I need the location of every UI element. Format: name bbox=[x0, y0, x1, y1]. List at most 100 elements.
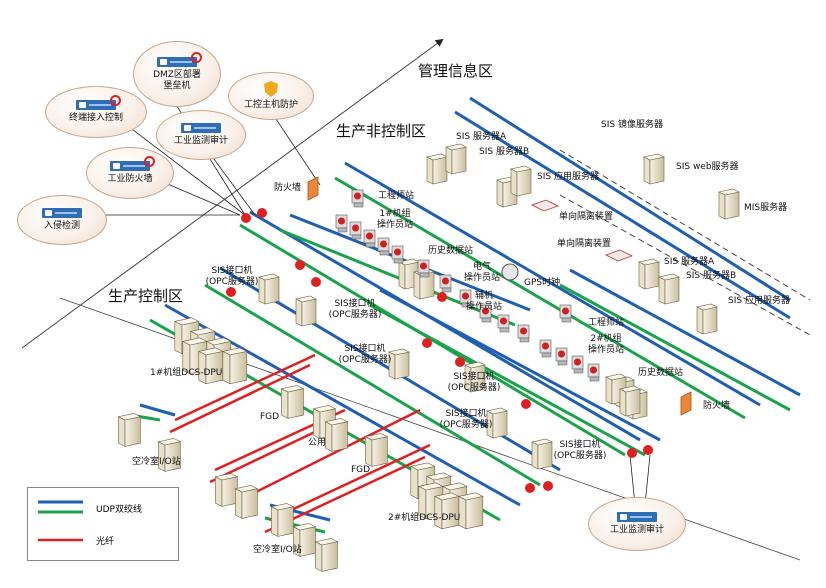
ids-device-icon bbox=[42, 208, 82, 218]
workstation-icon bbox=[559, 304, 572, 323]
workstation-icon bbox=[587, 363, 600, 382]
label-mis: MIS服务器 bbox=[744, 203, 788, 213]
zone-control: 生产控制区 bbox=[108, 287, 184, 305]
label-unit1-op: 1#机组 操作员站 bbox=[376, 209, 414, 230]
workstation-icon bbox=[479, 304, 492, 323]
bubble-label: 终端接入控制 bbox=[68, 113, 123, 123]
server-icon bbox=[270, 503, 295, 537]
bubble-label: 工业监测审计 bbox=[173, 136, 228, 146]
audit-device-icon bbox=[181, 123, 221, 133]
bubble-label: 工业防火墙 bbox=[107, 174, 153, 184]
bubble-host-protect: 工控主机防护 bbox=[228, 72, 314, 120]
bubble-terminal-access: 终端接入控制 bbox=[45, 86, 147, 138]
server-icon bbox=[280, 385, 305, 419]
label-fgd-2: FGD bbox=[351, 465, 371, 475]
server-icon bbox=[619, 385, 641, 417]
label-history-right: 历史数据站 bbox=[638, 368, 684, 378]
label-opc-6: SIS接口机 (OPC服务器) bbox=[553, 440, 607, 461]
server-icon bbox=[364, 433, 389, 467]
server-icon bbox=[718, 188, 740, 220]
server-icon bbox=[388, 348, 410, 380]
server-icon bbox=[426, 153, 448, 185]
label-engineer-right: 工程师站 bbox=[588, 318, 625, 328]
server-icon bbox=[117, 413, 142, 447]
legend-fiber-label: 光纤 bbox=[96, 537, 115, 547]
label-fgd-1: FGD bbox=[260, 412, 280, 422]
workstation-icon bbox=[417, 259, 430, 278]
workstation-icon bbox=[363, 229, 376, 248]
server-icon bbox=[214, 473, 239, 507]
label-opc-4: SIS接口机 (OPC服务器) bbox=[447, 372, 501, 393]
workstation-icon bbox=[351, 189, 364, 208]
label-public: 公用 bbox=[308, 438, 327, 448]
label-gps: GPS时钟 bbox=[524, 278, 561, 288]
flame-icon bbox=[144, 156, 155, 167]
server-icon bbox=[457, 492, 484, 530]
bubble-label: 工业监测审计 bbox=[609, 525, 664, 535]
server-icon bbox=[234, 485, 259, 519]
label-sis-web: SIS web服务器 bbox=[676, 162, 739, 172]
audit-device-icon bbox=[617, 512, 657, 522]
server-icon bbox=[510, 165, 532, 197]
terminal-device-icon bbox=[76, 95, 121, 110]
label-unit2-op: 2#机组 操作员站 bbox=[587, 334, 625, 355]
bubble-industrial-firewall: 工业防火墙 bbox=[86, 147, 174, 199]
label-firewall-top: 防火墙 bbox=[274, 183, 302, 193]
legend-lines bbox=[38, 500, 83, 542]
workstation-icon bbox=[497, 314, 510, 333]
server-icon bbox=[324, 418, 349, 452]
shield-icon bbox=[264, 81, 278, 97]
server-icon bbox=[486, 407, 508, 439]
workstation-icon bbox=[377, 237, 390, 256]
server-icon bbox=[445, 143, 467, 175]
label-isolation-1: 单向隔离装置 bbox=[559, 212, 614, 222]
bubble-dmz-bastion: DMZ区部署 堡垒机 bbox=[133, 41, 221, 107]
workstation-icon bbox=[459, 289, 472, 308]
workstation-icon bbox=[571, 355, 584, 374]
server-icon bbox=[433, 492, 460, 530]
label-opc-3: SIS接口机 (OPC服务器) bbox=[338, 344, 392, 365]
label-sis-b-top: SIS 服务器B bbox=[479, 147, 530, 157]
label-opc-5: SIS接口机 (OPC服务器) bbox=[439, 409, 493, 430]
label-electrical-op: 电气 操作员站 bbox=[463, 262, 501, 283]
server-icon bbox=[531, 438, 553, 470]
bubble-intrusion-detection: 入侵检测 bbox=[17, 195, 107, 245]
workstation-icon bbox=[391, 245, 404, 264]
label-sis-a-right: SIS 服务器A bbox=[664, 257, 715, 267]
server-icon bbox=[658, 273, 680, 305]
workstation-icon bbox=[517, 324, 530, 343]
label-opc-2: SIS接口机 (OPC服务器) bbox=[328, 299, 382, 320]
server-icon bbox=[258, 273, 280, 305]
bastion-device-icon bbox=[157, 51, 202, 67]
label-sis-app-right: SIS 应用服务器 bbox=[728, 296, 790, 306]
server-icon bbox=[314, 538, 339, 572]
label-opc-1: SIS接口机 (OPC服务器) bbox=[205, 266, 259, 287]
server-icon bbox=[638, 258, 660, 290]
label-history-top: 历史数据站 bbox=[428, 246, 474, 256]
server-icon bbox=[464, 361, 486, 393]
server-icon bbox=[696, 303, 718, 335]
legend: UDP双绞线 光纤 bbox=[27, 487, 179, 561]
bubble-label: 工控主机防护 bbox=[243, 100, 298, 110]
label-dcs2: 2#机组DCS-DPU bbox=[388, 513, 461, 523]
workstation-icon bbox=[539, 339, 552, 358]
workstation-icon bbox=[555, 347, 568, 366]
firewall-device-icon bbox=[110, 156, 155, 171]
workstation-icon bbox=[349, 221, 362, 240]
label-aux-op: 辅机 操作员站 bbox=[465, 291, 503, 312]
label-firewall-right: 防火墙 bbox=[703, 401, 731, 411]
legend-udp-label: UDP双绞线 bbox=[96, 505, 142, 515]
server-icon bbox=[605, 373, 627, 405]
server-icon bbox=[398, 258, 420, 290]
bubble-industrial-audit-bottom: 工业监测审计 bbox=[588, 497, 686, 551]
label-sis-app-top: SIS 应用服务器 bbox=[537, 172, 599, 182]
server-icon bbox=[295, 295, 317, 327]
zone-management: 管理信息区 bbox=[418, 62, 494, 80]
label-io-1: 空冷室I/O站 bbox=[132, 457, 181, 467]
label-engineer-top: 工程师站 bbox=[378, 191, 415, 201]
server-icon bbox=[221, 347, 248, 385]
bubble-label: DMZ区部署 堡垒机 bbox=[153, 69, 201, 91]
workstation-icon bbox=[439, 274, 452, 293]
label-io-2: 空冷室I/O站 bbox=[253, 545, 302, 555]
